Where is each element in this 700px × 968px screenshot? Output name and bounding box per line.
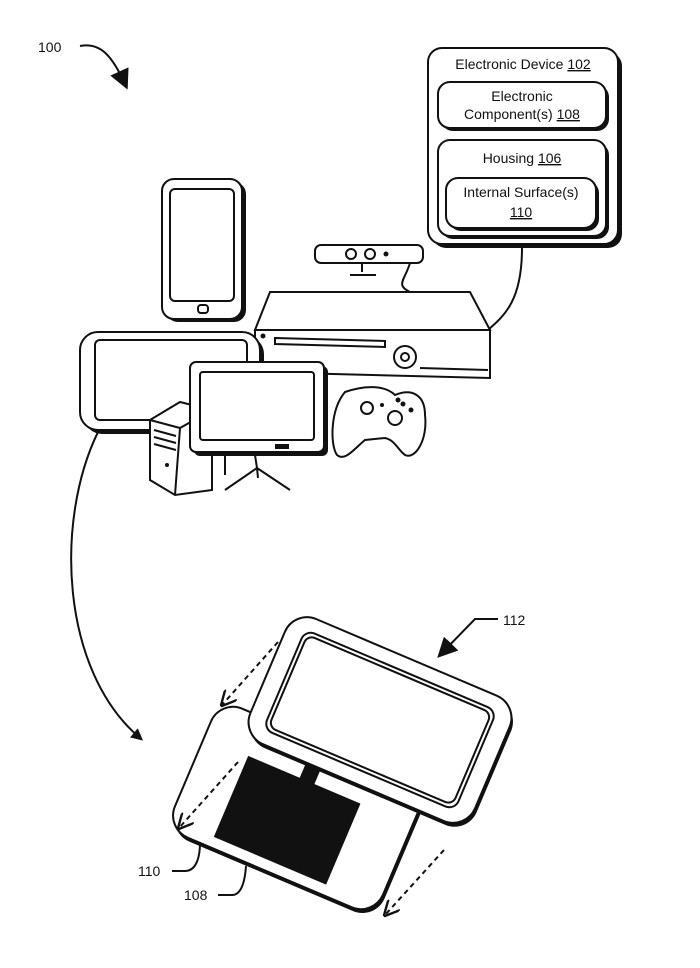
surface-ref: 110 [510, 204, 533, 220]
connector-line [487, 247, 523, 331]
device-label: Electronic Device 102 [455, 56, 591, 72]
smartphone-icon [161, 178, 246, 322]
dashed-arrow-3 [385, 849, 445, 915]
gamepad-icon [331, 386, 427, 458]
ref-label-100: 100 [38, 39, 62, 55]
housing-label: Housing 106 [483, 150, 562, 166]
surface-label: Internal Surface(s) [463, 184, 578, 200]
electronic-device-block: Electronic Device 102 Electronic Compone… [427, 47, 622, 248]
dashed-arrow-2 [179, 761, 239, 828]
leader-108 [218, 865, 247, 896]
component-label-line1: Electronic [491, 88, 552, 104]
ref-label-112: 112 [503, 612, 526, 628]
monitor-icon [189, 361, 328, 491]
ref-arrow-100 [79, 44, 129, 90]
internal-surface-block: Internal Surface(s) 110 [445, 177, 599, 231]
electronic-component-block: Electronic Component(s) 108 [437, 81, 609, 131]
transformation-arrow [70, 431, 144, 741]
component-label-line2: Component(s) 108 [464, 106, 580, 122]
ref-label-108: 108 [184, 887, 208, 903]
motion-sensor-icon [314, 244, 424, 293]
ref-arrow-112 [437, 618, 498, 658]
leader-110 [172, 841, 201, 872]
display-module [247, 616, 513, 827]
housing-block: Housing 106 Internal Surface(s) 110 [437, 139, 609, 239]
ref-label-110: 110 [138, 863, 161, 879]
